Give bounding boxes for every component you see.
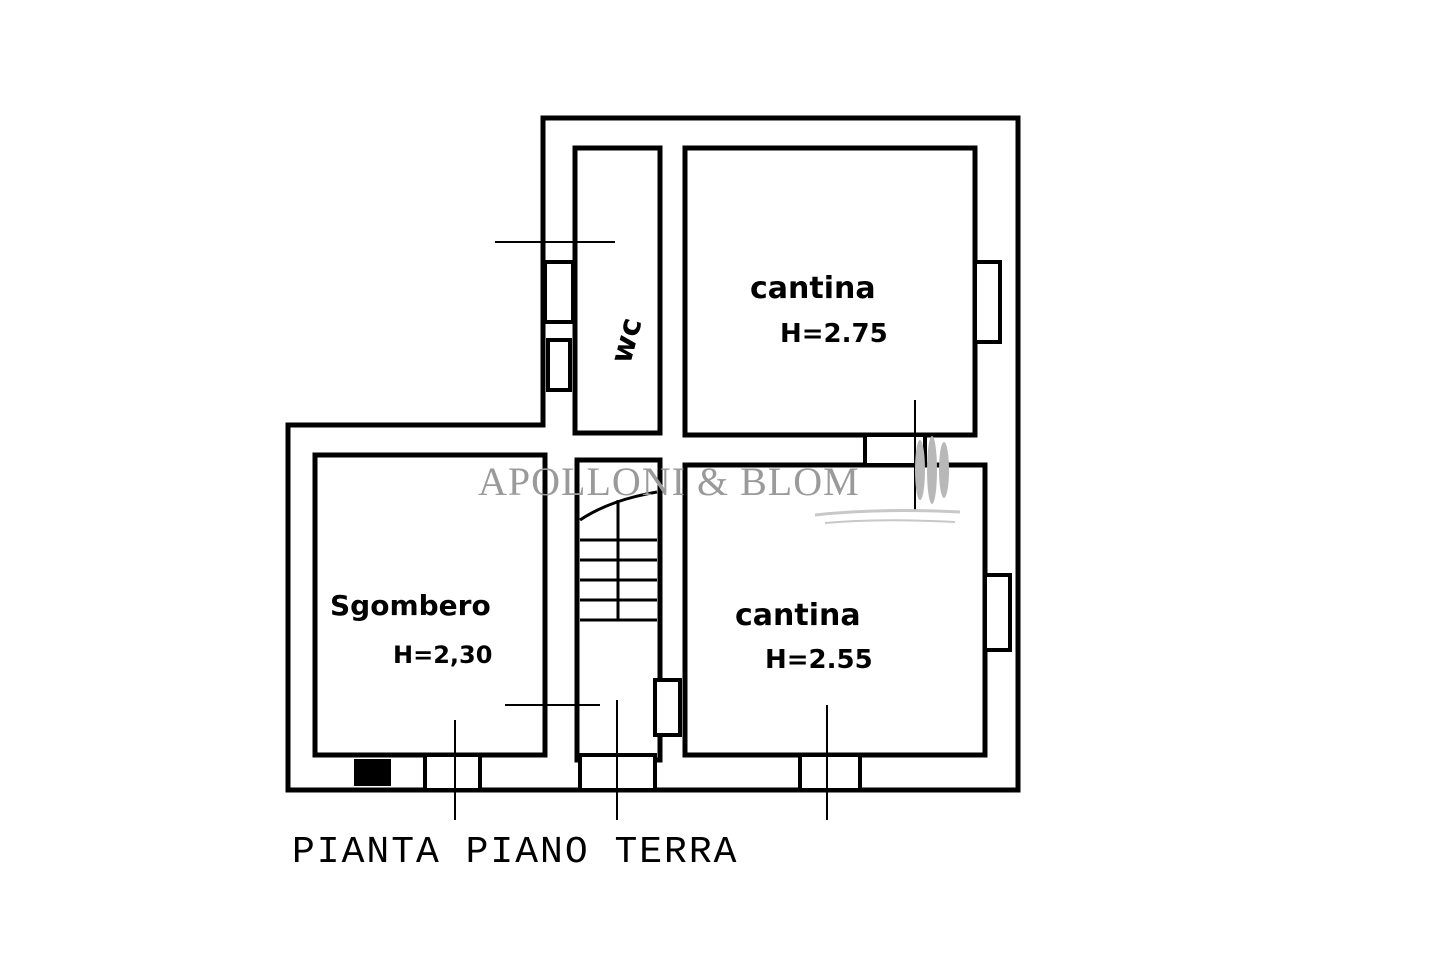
stairs — [579, 490, 658, 622]
room-label-sgombero: Sgombero — [330, 589, 491, 622]
openings — [354, 241, 1012, 820]
room-label-wc: wc — [604, 314, 650, 367]
room-label-cantina-bottom: cantina — [735, 598, 861, 633]
room-height-cantina-bottom: H=2.55 — [765, 645, 873, 675]
plan-title: PIANTA PIANO TERRA — [292, 831, 738, 874]
watermark-text: APOLLONI & BLOM — [478, 459, 860, 504]
room-label-cantina-top: cantina — [750, 271, 876, 306]
room-height-cantina-top: H=2.75 — [780, 319, 888, 349]
watermark-logo-icon — [814, 436, 961, 524]
corridor-room — [572, 145, 663, 436]
outer-wall — [285, 115, 1021, 793]
room-height-sgombero: H=2,30 — [393, 641, 492, 669]
